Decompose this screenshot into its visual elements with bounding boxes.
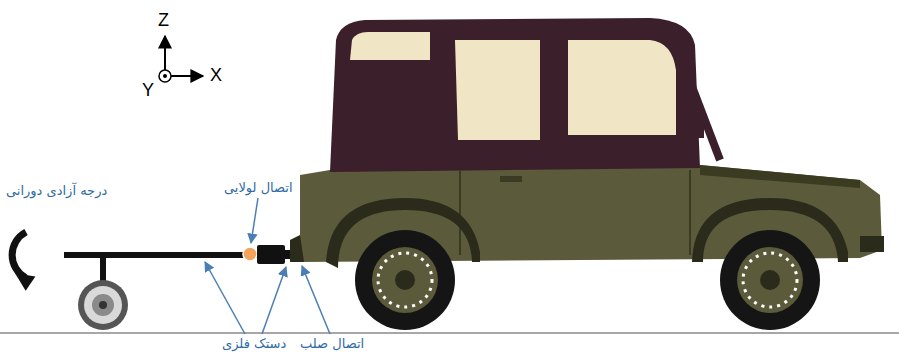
metal-rod — [64, 252, 260, 258]
leader-lines — [205, 198, 330, 334]
trailer-wheel — [78, 280, 128, 330]
arm-block — [257, 245, 285, 264]
axis-label: X — [210, 65, 222, 86]
axis-label: Y — [142, 80, 154, 101]
part-label: اتصال صلب — [300, 336, 364, 351]
part-label: دستک فلزی — [222, 336, 286, 351]
hinge-joint — [243, 247, 257, 261]
axis-triad — [159, 36, 203, 82]
rotation-arrow — [12, 232, 26, 278]
part-label: اتصال لولایی — [224, 180, 293, 195]
jeep — [290, 18, 884, 330]
dof-label: درجه آزادی دورانی — [6, 183, 107, 198]
axis-label: Z — [158, 10, 169, 31]
ground-line — [0, 332, 899, 334]
rotation-arrowhead — [15, 267, 39, 292]
